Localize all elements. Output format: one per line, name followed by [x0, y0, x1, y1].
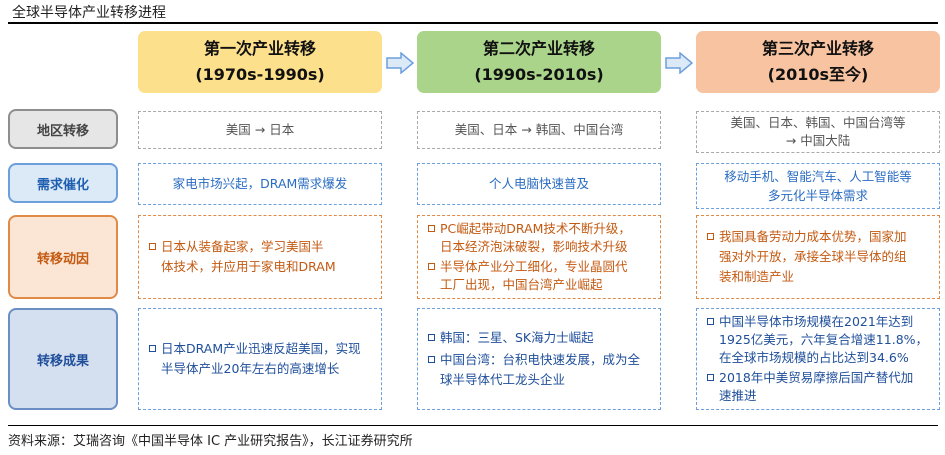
results-cell-1: 日本DRAM产业迅速反超美国，实现半导体产业20年左右的高速增长: [138, 308, 382, 410]
era-period: (1990s-2010s): [474, 65, 604, 84]
square-bullet-icon: [428, 263, 435, 270]
bullet-item: 我国具备劳动力成本优势，国家加强对外开放，承接全球半导体的组装和制造产业: [707, 227, 929, 287]
right-arrow-icon: [665, 52, 693, 74]
bullet-item: 中国半导体市场规模在2021年达到 1925亿美元，六年复合增速11.8%， 在全球…: [707, 313, 929, 367]
bullet-line: 中国台湾：台积电快速发展，成为全: [440, 352, 641, 367]
era-header-1: 第一次产业转移 (1970s-1990s): [138, 31, 382, 93]
bullet-item: 日本DRAM产业迅速反超美国，实现半导体产业20年左右的高速增长: [149, 339, 371, 379]
bullet-line: 工厂出现，中国台湾产业崛起: [440, 277, 603, 292]
demand-cell-2: 个人电脑快速普及: [417, 163, 661, 205]
bullet-item: 中国台湾：台积电快速发展，成为全球半导体代工龙头企业: [428, 350, 650, 390]
bullet-line: 日本经济泡沫破裂，影响技术升级: [440, 239, 628, 254]
square-bullet-icon: [428, 225, 435, 232]
bullet-line: 1925亿美元，六年复合增速11.8%，: [719, 332, 929, 347]
bullet-line: 韩国：三星、SK海力士崛起: [440, 330, 594, 345]
era-period: (1970s-1990s): [195, 65, 325, 84]
era-header-3: 第三次产业转移 (2010s至今): [696, 31, 940, 93]
era-period: (2010s至今): [767, 65, 869, 84]
page-title: 全球半导体产业转移进程: [12, 5, 166, 21]
bullet-item: 2018年中美贸易摩擦后国产替代加速推进: [707, 369, 929, 405]
bullet-line: 半导体产业20年左右的高速增长: [161, 361, 340, 376]
bullet-line: 在全球市场规模的占比达到34.6%: [719, 350, 909, 365]
demand-cell-1: 家电市场兴起，DRAM需求爆发: [138, 163, 382, 205]
title-rule: [8, 22, 938, 24]
era-header-2: 第二次产业转移 (1990s-2010s): [417, 31, 661, 93]
bullet-line: 日本从装备起家，学习美国半: [161, 239, 324, 254]
era-name: 第一次产业转移: [203, 39, 316, 58]
square-bullet-icon: [707, 374, 714, 381]
square-bullet-icon: [707, 318, 714, 325]
bullet-line: 我国具备劳动力成本优势，国家加: [719, 229, 907, 244]
bullet-line: 球半导体代工龙头企业: [440, 372, 566, 387]
bullet-line: 速推进: [719, 388, 757, 403]
bullet-line: 中国半导体市场规模在2021年达到: [719, 314, 914, 329]
demand-text: 家电市场兴起，DRAM需求爆发: [172, 176, 348, 191]
drivers-cell-3: 我国具备劳动力成本优势，国家加强对外开放，承接全球半导体的组装和制造产业: [696, 215, 940, 299]
bullet-line: 强对外开放，承接全球半导体的组: [719, 249, 907, 264]
footer-rule: [8, 425, 938, 426]
bullet-line: 半导体产业分工细化，专业晶圆代: [440, 259, 628, 274]
results-cell-2: 韩国：三星、SK海力士崛起 中国台湾：台积电快速发展，成为全球半导体代工龙头企业: [417, 308, 661, 410]
right-arrow-icon: [386, 52, 414, 74]
region-cell-3: 美国、日本、韩国、中国台湾等 → 中国大陆: [696, 111, 940, 153]
square-bullet-icon: [428, 334, 435, 341]
region-text: 美国 → 日本: [225, 122, 295, 137]
demand-text: 多元化半导体需求: [767, 188, 868, 203]
bullet-item: 半导体产业分工细化，专业晶圆代工厂出现，中国台湾产业崛起: [428, 258, 650, 294]
row-label-results: 转移成果: [8, 308, 118, 410]
region-cell-1: 美国 → 日本: [138, 111, 382, 149]
bullet-line: 体技术，并应用于家电和DRAM: [161, 259, 336, 274]
results-cell-3: 中国半导体市场规模在2021年达到 1925亿美元，六年复合增速11.8%， 在全球…: [696, 308, 940, 410]
row-label-demand: 需求催化: [8, 163, 118, 203]
bullet-item: 韩国：三星、SK海力士崛起: [428, 328, 650, 348]
bullet-line: PC崛起带动DRAM技术不断升级，: [440, 221, 631, 236]
region-cell-2: 美国、日本 → 韩国、中国台湾: [417, 111, 661, 149]
row-label-drivers: 转移动因: [8, 215, 118, 299]
bullet-line: 装和制造产业: [719, 269, 795, 284]
demand-text: 移动手机、智能汽车、人工智能等: [724, 169, 912, 184]
square-bullet-icon: [428, 356, 435, 363]
bullet-line: 2018年中美贸易摩擦后国产替代加: [719, 370, 914, 385]
demand-text: 个人电脑快速普及: [488, 176, 589, 191]
bullet-item: 日本从装备起家，学习美国半体技术，并应用于家电和DRAM: [149, 237, 371, 277]
source-note: 资料来源：艾瑞咨询《中国半导体 IC 产业研究报告》，长江证券研究所: [8, 434, 413, 449]
square-bullet-icon: [149, 243, 156, 250]
square-bullet-icon: [707, 233, 714, 240]
drivers-cell-2: PC崛起带动DRAM技术不断升级， 日本经济泡沫破裂，影响技术升级 半导体产业分工…: [417, 215, 661, 299]
era-name: 第二次产业转移: [482, 39, 595, 58]
bullet-item: PC崛起带动DRAM技术不断升级， 日本经济泡沫破裂，影响技术升级: [428, 220, 650, 256]
square-bullet-icon: [149, 345, 156, 352]
bullet-line: 日本DRAM产业迅速反超美国，实现: [161, 341, 361, 356]
row-label-region: 地区转移: [8, 109, 118, 149]
region-text: → 中国大陆: [785, 133, 851, 148]
region-text: 美国、日本、韩国、中国台湾等: [730, 115, 906, 130]
drivers-cell-1: 日本从装备起家，学习美国半体技术，并应用于家电和DRAM: [138, 215, 382, 299]
region-text: 美国、日本 → 韩国、中国台湾: [454, 122, 624, 137]
demand-cell-3: 移动手机、智能汽车、人工智能等 多元化半导体需求: [696, 163, 940, 209]
era-name: 第三次产业转移: [761, 39, 874, 58]
